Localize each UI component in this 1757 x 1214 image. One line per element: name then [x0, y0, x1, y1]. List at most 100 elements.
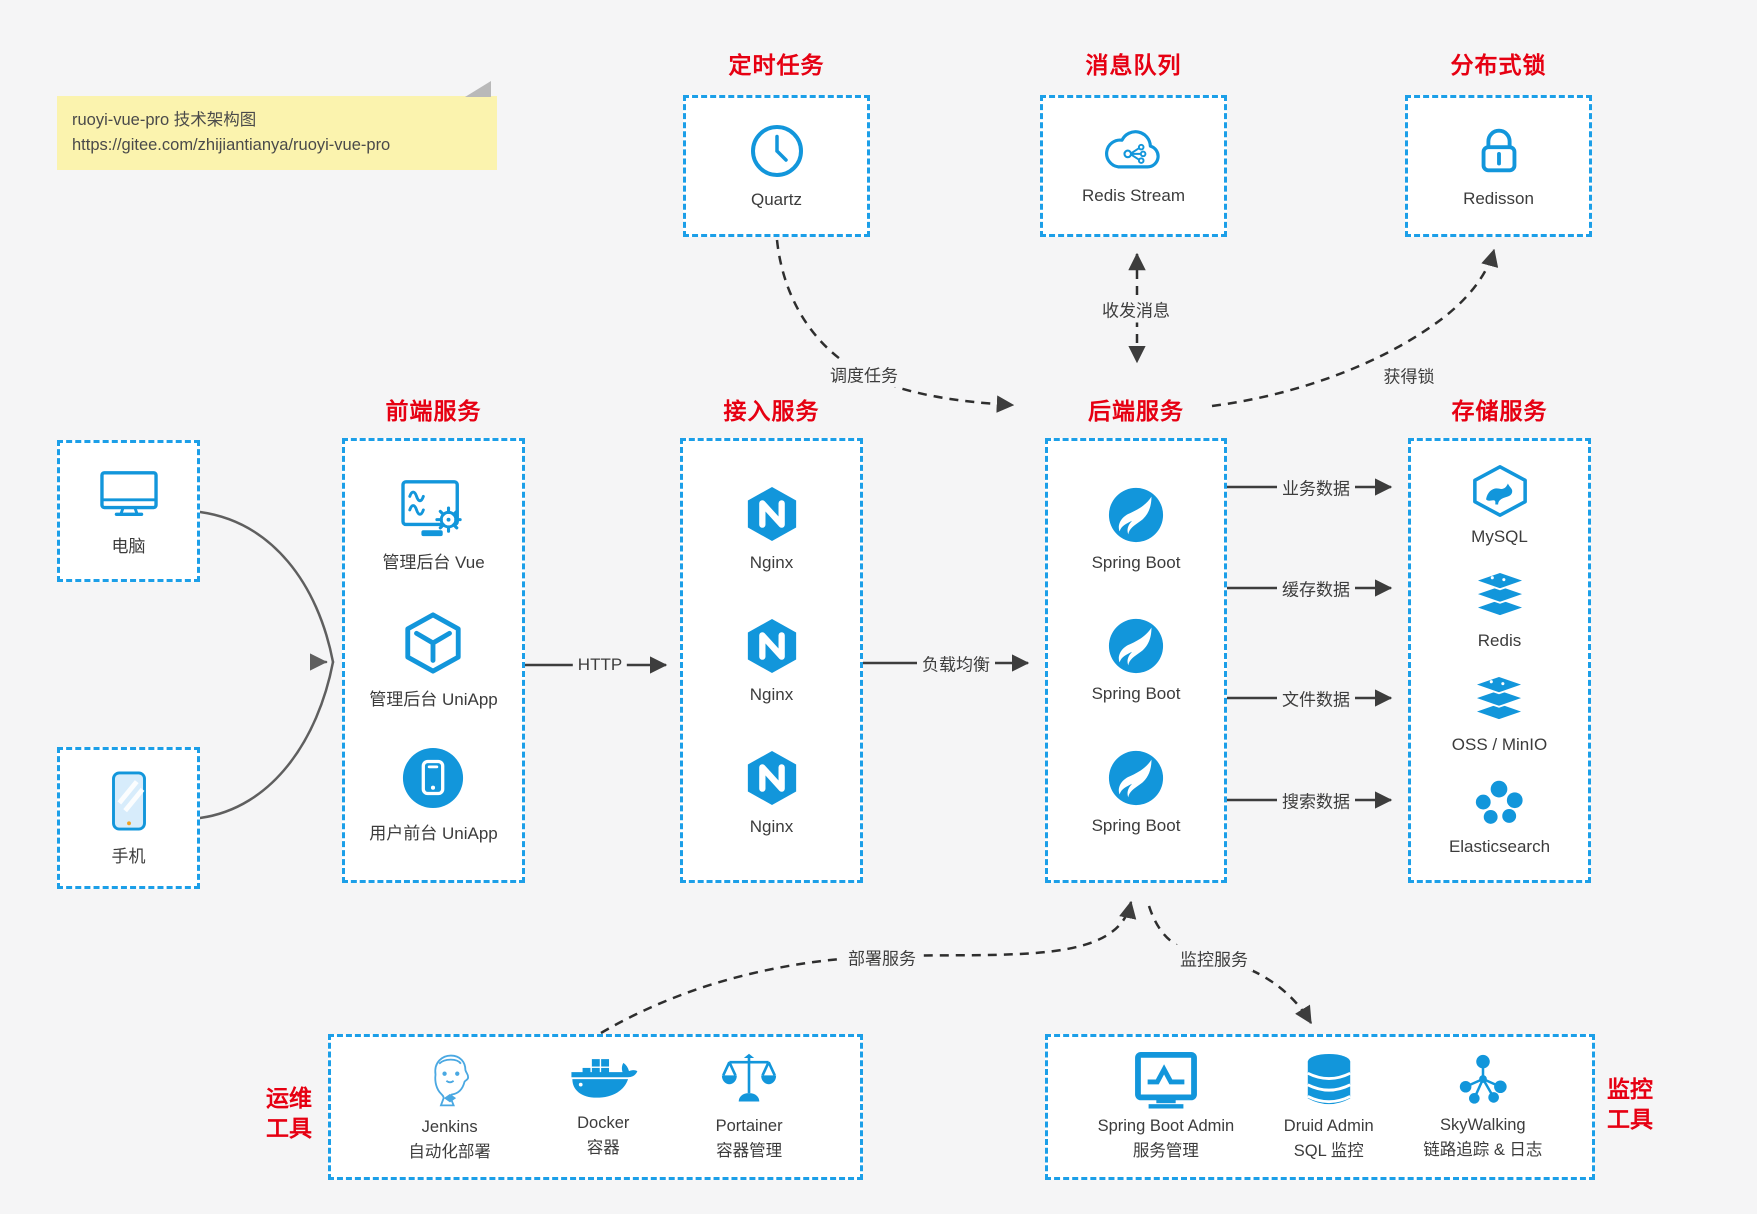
redisson-label: Redisson [1463, 189, 1534, 208]
quartz-label: Quartz [750, 190, 803, 209]
item-label-line1: Docker [577, 1113, 630, 1132]
pc-to-frontend-curve [198, 510, 335, 664]
list-item: Nginx [744, 748, 800, 837]
pc-label: 电脑 [111, 536, 146, 556]
nginx-icon [744, 484, 800, 544]
schedule-curve [775, 239, 1015, 413]
nginx-icon [744, 748, 800, 808]
redis-stream-label: Redis Stream [1082, 186, 1185, 205]
redisson-box: Redisson [1405, 95, 1592, 237]
messaging-edge-label: 收发消息 [1097, 295, 1175, 323]
cloud-stream-icon [1101, 126, 1167, 176]
item-label: Nginx [749, 817, 794, 836]
monitoring-tools-side-label: 监控 工具 [1588, 1074, 1672, 1134]
item-label: Nginx [749, 685, 794, 704]
item-label-line1: Druid Admin [1283, 1116, 1374, 1135]
list-item: Spring Boot [1091, 749, 1181, 836]
ops-tools-box: Jenkins 自动化部署 Docker 容器 [328, 1034, 863, 1180]
item-label-line1: Portainer [715, 1116, 783, 1135]
group-title-message-queue: 消息队列 [1085, 52, 1182, 78]
pc-client-box: 电脑 [57, 440, 200, 582]
list-item: Portainer 容器管理 [716, 1051, 783, 1164]
uniapp-cube-icon [400, 610, 466, 676]
smartphone-icon [106, 770, 152, 832]
group-title-scheduled-tasks: 定时任务 [728, 52, 825, 78]
gateway-services-box: Nginx Nginx Nginx [680, 438, 863, 883]
oss-minio-stack-icon [1470, 674, 1528, 726]
list-item: 管理后台 Vue [382, 477, 485, 573]
list-item: Nginx [744, 484, 800, 573]
item-label-line1: Jenkins [421, 1117, 478, 1136]
item-label: 管理后台 UniApp [369, 689, 498, 709]
storage-services-box: MySQL Redis [1408, 438, 1591, 883]
item-label: OSS / MinIO [1451, 735, 1548, 754]
item-label-line2: 链路追踪 & 日志 [1423, 1140, 1543, 1159]
admin-vue-icon [398, 477, 470, 539]
phone-client-box: 手机 [57, 747, 200, 889]
item-label-line2: SQL 监控 [1293, 1141, 1364, 1160]
portainer-scales-icon [719, 1051, 779, 1109]
spring-boot-icon [1107, 749, 1165, 807]
clock-icon [748, 122, 806, 180]
file-data-edge-label: 文件数据 [1277, 684, 1355, 712]
item-label: Spring Boot [1091, 552, 1181, 572]
load-balance-edge-label: 负载均衡 [917, 649, 995, 677]
monitoring-label-line1: 监控 [1607, 1076, 1653, 1102]
phone-label: 手机 [111, 846, 146, 866]
item-label: Nginx [749, 553, 794, 572]
backend-services-box: Spring Boot Spring Boot Spring Boot [1045, 438, 1227, 883]
list-item: Spring Boot Admin 服务管理 [1097, 1051, 1235, 1164]
list-item: Redis [1471, 570, 1529, 651]
list-item: Elasticsearch [1449, 778, 1550, 857]
item-label-line2: 自动化部署 [408, 1142, 491, 1161]
item-label-line2: 容器管理 [716, 1141, 783, 1160]
spring-boot-admin-icon [1134, 1051, 1198, 1109]
elasticsearch-icon [1470, 778, 1528, 828]
list-item: Druid Admin SQL 监控 [1284, 1051, 1374, 1164]
list-item: Spring Boot [1091, 486, 1181, 573]
group-title-distributed-lock: 分布式锁 [1450, 52, 1547, 78]
acquire-lock-edge-label: 获得锁 [1378, 361, 1440, 389]
lock-icon [1471, 123, 1527, 179]
ops-label-line2: 工具 [266, 1115, 312, 1141]
list-item: Jenkins 自动化部署 [408, 1050, 491, 1165]
list-item: Docker 容器 [568, 1054, 638, 1161]
item-label: Elasticsearch [1448, 837, 1551, 856]
quartz-box: Quartz [683, 95, 870, 237]
list-item: Nginx [744, 616, 800, 705]
search-data-edge-label: 搜索数据 [1277, 786, 1355, 814]
item-label-line2: 容器 [586, 1138, 620, 1157]
item-label: 用户前台 UniApp [369, 823, 498, 843]
acquire-lock-curve [1211, 248, 1499, 408]
deploy-edge-label: 部署服务 [843, 943, 921, 971]
nginx-icon [744, 616, 800, 676]
item-label: Redis [1477, 631, 1522, 650]
skywalking-network-icon [1453, 1052, 1513, 1108]
item-label: 管理后台 Vue [382, 553, 485, 573]
item-label: Spring Boot [1091, 815, 1181, 835]
business-data-edge-label: 业务数据 [1277, 473, 1355, 501]
http-edge-label: HTTP [572, 654, 628, 676]
monitoring-tools-box: Spring Boot Admin 服务管理 Druid Admin SQL 监… [1045, 1034, 1595, 1180]
jenkins-icon [421, 1050, 479, 1110]
list-item: 管理后台 UniApp [369, 610, 498, 710]
item-label-line1: Spring Boot Admin [1097, 1116, 1235, 1135]
docker-icon [568, 1054, 638, 1106]
frontend-services-box: 管理后台 Vue 管理后台 UniApp 用户前台 UniApp [342, 438, 525, 883]
mysql-icon [1470, 464, 1530, 518]
item-label-line1: SkyWalking [1440, 1115, 1526, 1134]
column-title-storage: 存储服务 [1451, 398, 1548, 424]
monitor-edge-label: 监控服务 [1175, 944, 1253, 972]
desktop-icon [96, 466, 162, 522]
list-item: Spring Boot [1091, 617, 1181, 704]
item-label: MySQL [1471, 527, 1528, 546]
list-item: MySQL [1470, 464, 1530, 547]
column-title-backend: 后端服务 [1088, 398, 1184, 424]
column-title-gateway: 接入服务 [723, 398, 820, 424]
list-item: OSS / MinIO [1452, 674, 1547, 755]
item-label: Spring Boot [1091, 684, 1181, 703]
schedule-edge-label: 调度任务 [825, 360, 903, 388]
list-item: 用户前台 UniApp [369, 746, 498, 844]
ops-label-line1: 运维 [266, 1085, 312, 1111]
